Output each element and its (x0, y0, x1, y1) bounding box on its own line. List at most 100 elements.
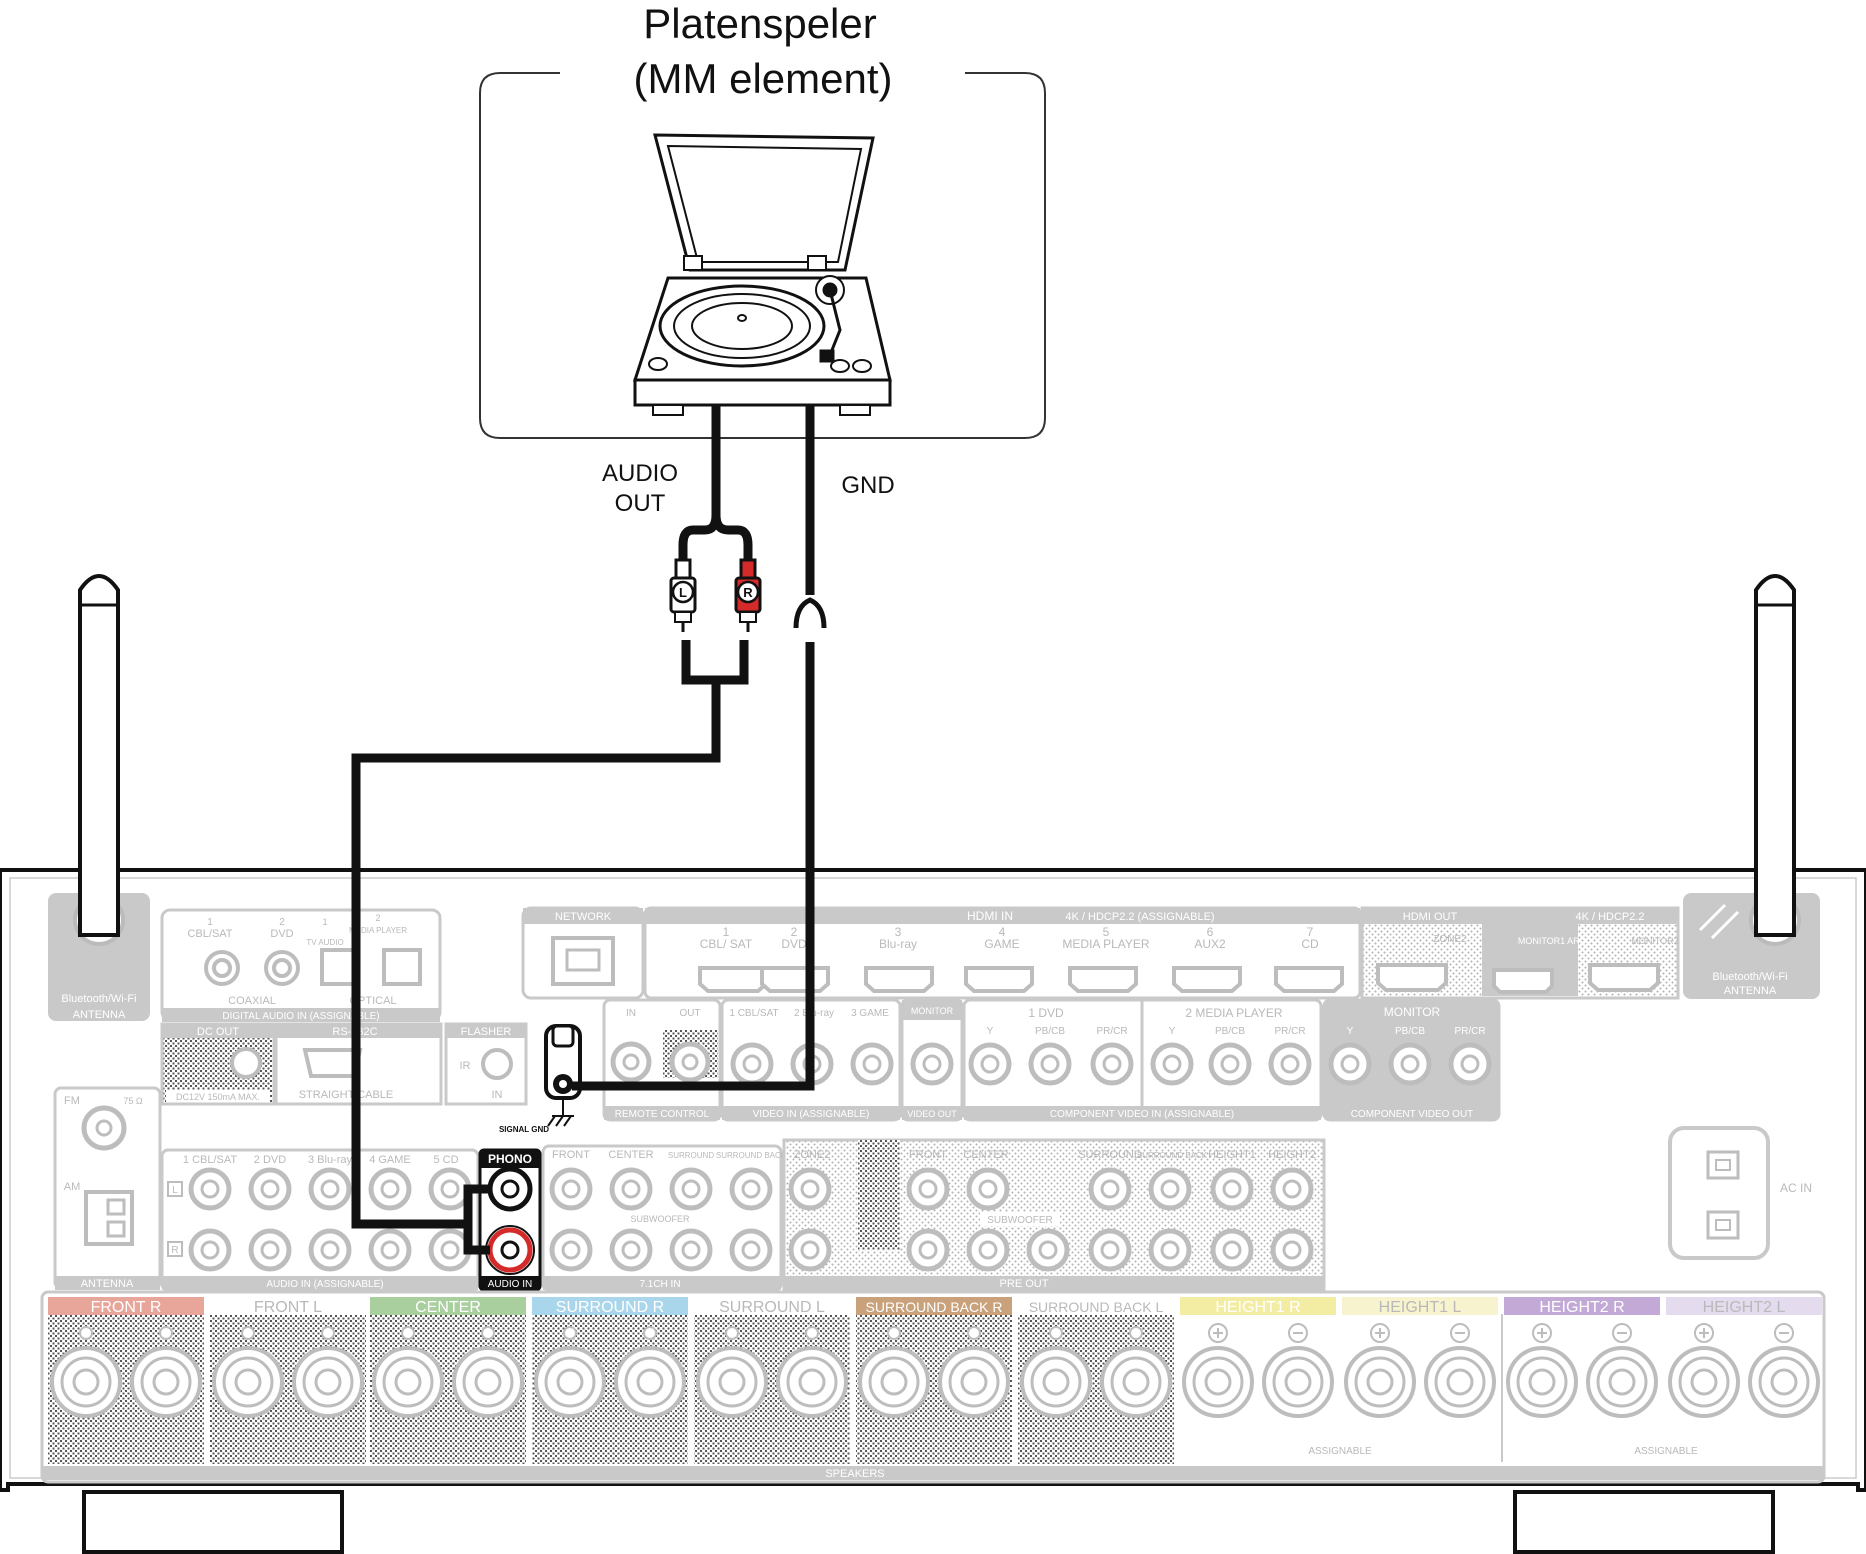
speaker-terminal-8: HEIGHT1 R (1180, 1297, 1336, 1464)
audio-in-footer: AUDIO IN (ASSIGNABLE) (266, 1279, 383, 1290)
speaker-label-1: FRONT R (91, 1299, 162, 1316)
component-in-jack-label-5: PB/CB (1215, 1026, 1245, 1037)
rca-plug-right: R (734, 558, 762, 632)
speaker-terminal-7: SURROUND BACK L (1018, 1297, 1174, 1464)
plug-right-label: R (743, 585, 753, 600)
optical-jack-2 (382, 948, 422, 986)
ch71-footer: 7.1CH IN (639, 1279, 680, 1290)
flasher-section: FLASHER IR IN (444, 1022, 528, 1106)
pre-out-label-2: CENTER (963, 1149, 1008, 1161)
component-out-footer: COMPONENT VIDEO OUT (1351, 1109, 1474, 1120)
audio-in-label-2: 2 DVD (254, 1154, 286, 1166)
speaker-label-11: HEIGHT2 L (1703, 1299, 1786, 1316)
hdmi-out-monitor1: MONITOR1 ARC (1518, 936, 1587, 946)
hdmi-in-port-3 (864, 966, 934, 993)
speakers-footer: SPEAKERS (825, 1468, 884, 1480)
audio-in-label-1: 1 CBL/SAT (183, 1154, 237, 1166)
video-in-label-1: 1 CBL/SAT (729, 1008, 778, 1019)
ac-in-label: AC IN (1780, 1181, 1812, 1195)
hdmi-in-name-4: GAME (984, 937, 1019, 951)
ch71-label-3: SURROUND (668, 1151, 714, 1160)
remote-control-footer: REMOTE CONTROL (615, 1109, 710, 1120)
turntable-title-line2: (MM element) (633, 55, 892, 102)
hdmi-in-num-3: 3 (895, 925, 902, 939)
audio-cable (351, 405, 753, 1255)
hdmi-out-header: HDMI OUT (1403, 911, 1458, 923)
gnd-label: GND (841, 472, 894, 499)
av-receiver: Bluetooth/Wi-Fi ANTENNA Bluetooth/Wi-Fi … (0, 574, 1866, 1554)
dc-out-label: DC OUT (197, 1026, 239, 1038)
receiver-foot-right (1513, 1490, 1775, 1554)
speakers-assignable-2: ASSIGNABLE (1634, 1446, 1698, 1457)
pre-out-label-6: HEIGHT2 (1268, 1149, 1316, 1161)
hdmi-out-monitor2: MONITOR2 (1631, 936, 1678, 946)
component-in-jack-label-6: PR/CR (1274, 1026, 1305, 1037)
antenna-left-label-2: ANTENNA (73, 1009, 126, 1021)
coax2-num: 2 (279, 917, 285, 928)
hdmi-in-spec: 4K / HDCP2.2 (ASSIGNABLE) (1065, 911, 1214, 923)
speaker-label-2: FRONT L (254, 1299, 322, 1316)
video-out-top: MONITOR (911, 1006, 954, 1016)
audio-in-label-4: 4 GAME (369, 1154, 411, 1166)
pre-out-sub-label: SUBWOOFER (987, 1215, 1053, 1226)
hdmi-in-name-6: AUX2 (1194, 937, 1226, 951)
component-out-jack-label-2: PB/CB (1395, 1026, 1425, 1037)
gnd-cable (572, 405, 827, 1091)
hdmi-in-port-5 (1068, 966, 1138, 993)
video-out-footer: VIDEO OUT (907, 1109, 957, 1119)
hdmi-in-name-5: MEDIA PLAYER (1062, 937, 1149, 951)
ch71-sub-label: SUBWOOFER (630, 1214, 690, 1224)
hdmi-out-zone2-port (1376, 963, 1448, 992)
speaker-label-3: CENTER (415, 1299, 481, 1316)
component-in-jack-label-2: PB/CB (1035, 1026, 1065, 1037)
video-in-label-3: 3 GAME (851, 1008, 889, 1019)
hdmi-in-num-7: 7 (1307, 925, 1314, 939)
signal-gnd-terminal[interactable]: SIGNAL GND (499, 1024, 582, 1134)
opt2-num: 2 (375, 913, 380, 923)
coax2-name: DVD (270, 928, 293, 940)
component-in-jack-label-4: Y (1169, 1026, 1176, 1037)
opt1-name: TV AUDIO (306, 938, 343, 947)
antenna-right-label-1: Bluetooth/Wi-Fi (1712, 971, 1787, 983)
pre-out-footer: PRE OUT (1000, 1278, 1049, 1290)
speakers-assignable-1: ASSIGNABLE (1308, 1446, 1372, 1457)
optical-label: OPTICAL (349, 995, 396, 1007)
fm-label: FM (64, 1095, 80, 1107)
speaker-terminal-2: FRONT L (210, 1297, 366, 1464)
ac-inlet (1668, 1126, 1770, 1260)
hdmi-in-header: HDMI IN (967, 909, 1013, 923)
ch71-label-1: FRONT (552, 1149, 590, 1161)
speaker-terminal-6: SURROUND BACK R (856, 1297, 1012, 1464)
hdmi-out-monitor2-port (1588, 963, 1660, 992)
coaxial-label: COAXIAL (228, 995, 276, 1007)
hdmi-in-name-3: Blu-ray (879, 937, 917, 951)
hdmi-in-port-4 (964, 966, 1034, 993)
hdmi-in-name-1: CBL/ SAT (700, 937, 753, 951)
am-label: AM (64, 1181, 81, 1193)
antenna-right: Bluetooth/Wi-Fi ANTENNA (1683, 574, 1820, 999)
speaker-label-8: HEIGHT1 R (1215, 1299, 1300, 1316)
hdmi-in-port-7 (1274, 966, 1344, 993)
audio-out-label-2: OUT (615, 490, 666, 517)
hdmi-in-num-5: 5 (1103, 925, 1110, 939)
speaker-terminal-11: HEIGHT2 L (1666, 1297, 1822, 1464)
hdmi-out-section: HDMI OUT 4K / HDCP2.2 ZONE2 MONITOR1 ARC… (1360, 906, 1680, 1000)
component-in-section: COMPONENT VIDEO IN (ASSIGNABLE) 1 DVD 2 … (962, 998, 1323, 1122)
coax1-num: 1 (207, 917, 213, 928)
flasher-ir: IR (460, 1060, 471, 1072)
dc-out-jack (230, 1047, 262, 1079)
receiver-foot-left (82, 1490, 344, 1554)
component-in-footer: COMPONENT VIDEO IN (ASSIGNABLE) (1050, 1109, 1234, 1120)
flasher-jack (481, 1048, 513, 1080)
hdmi-in-port-2 (760, 966, 830, 993)
hdmi-out-monitor1-port (1492, 968, 1554, 994)
video-in-footer: VIDEO IN (ASSIGNABLE) (753, 1109, 870, 1120)
dc-out-spec: DC12V 150mA MAX. (176, 1092, 260, 1102)
video-out-section: MONITOR VIDEO OUT (900, 998, 964, 1122)
phono-footer: AUDIO IN (488, 1279, 532, 1290)
hdmi-in-num-6: 6 (1207, 925, 1214, 939)
